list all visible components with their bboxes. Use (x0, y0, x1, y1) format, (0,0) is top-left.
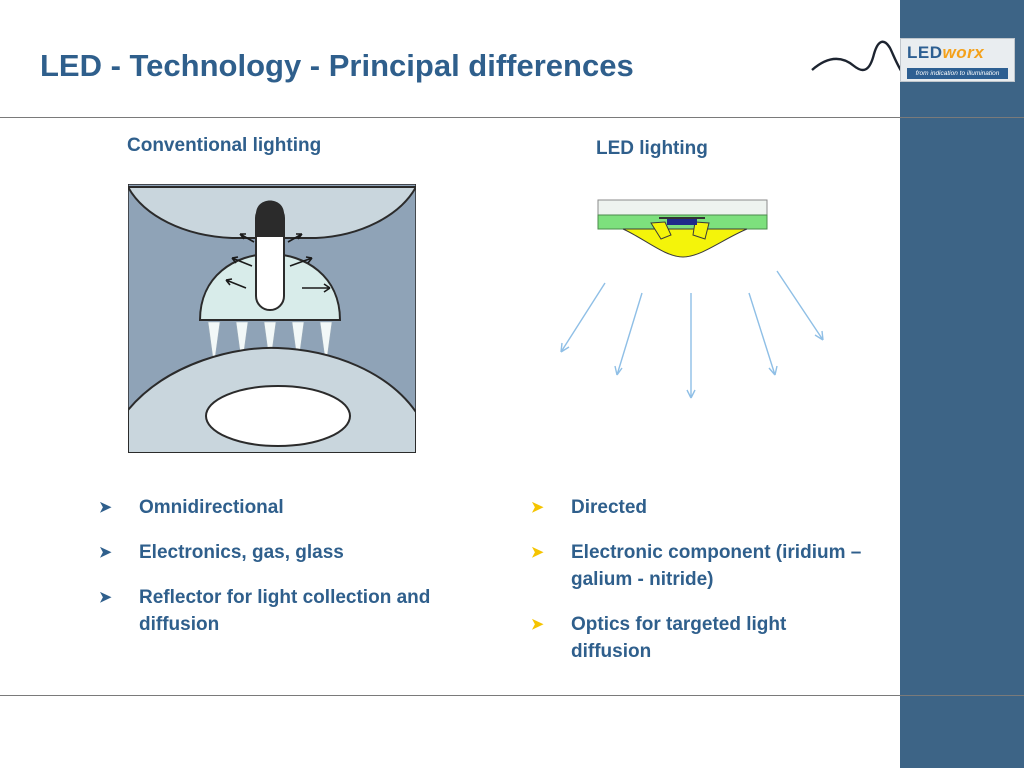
list-item: ➤ Directed (531, 494, 871, 521)
top-divider (0, 117, 1024, 118)
led-heading: LED lighting (596, 138, 708, 159)
list-item: ➤ Optics for targeted light diffusion (531, 611, 871, 665)
led-light-arrows-icon (560, 270, 824, 399)
bullet-text: Electronic component (iridium – galium -… (571, 542, 862, 590)
bottom-divider (0, 695, 1024, 696)
list-item: ➤ Omnidirectional (99, 494, 469, 521)
logo-wordmark: LEDworx (907, 43, 984, 63)
conventional-feature-list: ➤ Omnidirectional ➤ Electronics, gas, glas… (99, 494, 469, 656)
bullet-text: Directed (571, 497, 648, 518)
bullet-text: Omnidirectional (139, 497, 284, 518)
arrowhead-bullet-icon: ➤ (531, 499, 544, 516)
logo-word-led: LED (907, 43, 943, 62)
arrowhead-bullet-icon: ➤ (531, 544, 544, 561)
led-feature-list: ➤ Directed ➤ Electronic component (iridium… (531, 494, 871, 683)
arrowhead-bullet-icon: ➤ (99, 589, 112, 606)
logo-swoosh-icon (811, 40, 907, 79)
list-item: ➤ Reflector for light collection and diff… (99, 584, 469, 638)
right-sidebar-band (900, 0, 1024, 768)
conventional-bulb-illustration (128, 184, 416, 453)
slide-title: LED - Technology - Principal differences (40, 48, 634, 83)
emission-arrows-icon (225, 233, 331, 293)
arrowhead-bullet-icon: ➤ (531, 616, 544, 633)
list-item: ➤ Electronic component (iridium – galium … (531, 539, 871, 593)
logo-tagline: from indication to illumination (907, 68, 1008, 79)
bullet-text: Reflector for light collection and diffu… (139, 587, 431, 635)
light-ray-icons (207, 321, 333, 367)
arrowhead-bullet-icon: ➤ (99, 544, 112, 561)
logo-plate: LEDworx from indication to illumination (900, 38, 1015, 82)
list-item: ➤ Electronics, gas, glass (99, 539, 469, 566)
arrowhead-bullet-icon: ➤ (99, 499, 112, 516)
ledworx-logo: LEDworx from indication to illumination (808, 34, 1015, 84)
conventional-heading: Conventional lighting (127, 135, 322, 156)
logo-word-worx: worx (942, 43, 985, 62)
led-illustration (560, 199, 824, 399)
bullet-text: Electronics, gas, glass (139, 542, 344, 563)
bullet-text: Optics for targeted light diffusion (571, 614, 787, 662)
